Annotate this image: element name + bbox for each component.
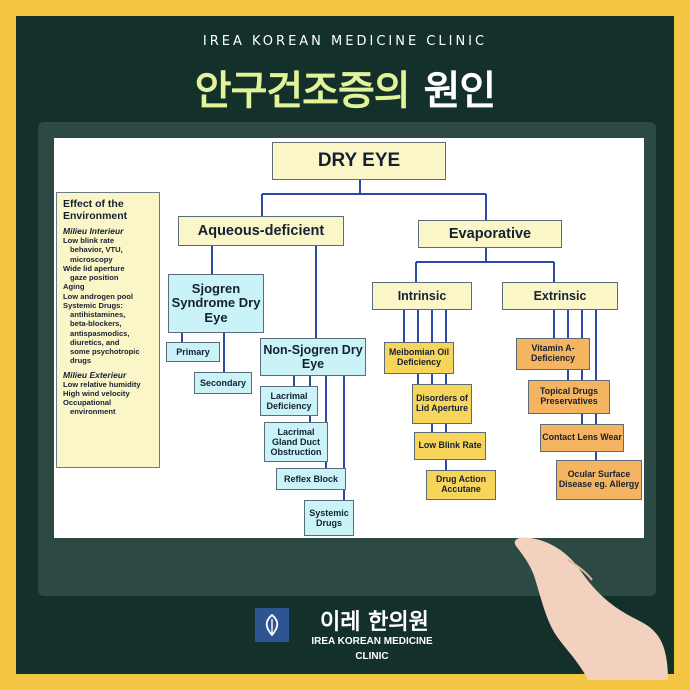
hand-illustration (514, 537, 668, 680)
leaf-icon (265, 613, 279, 637)
environment-item: Wide lid aperture (63, 263, 125, 273)
title-part-2: 원인 (423, 68, 497, 114)
lid-aperture-node: Disorders of Lid Aperture (412, 384, 472, 424)
reflex-block-node: Reflex Block (276, 468, 346, 490)
low-blink-node: Low Blink Rate (414, 432, 486, 460)
dry-eye-diagram: DRY EYE Aqueous-deficient Evaporative Sj… (54, 138, 644, 538)
environment-item: Low androgen pool (63, 291, 134, 301)
topical-drugs-node: Topical Drugs Preservatives (528, 380, 610, 414)
environment-item: microscopy (70, 254, 113, 264)
meibomian-node: Meibomian Oil Deficiency (384, 342, 454, 374)
environment-item: gaze position (70, 273, 119, 283)
intrinsic-node: Intrinsic (372, 282, 472, 310)
contact-lens-node: Contact Lens Wear (540, 424, 624, 452)
environment-item: antihistamines, (70, 310, 126, 320)
environment-item: antispasmodics, (70, 328, 130, 338)
clinic-logo (255, 608, 289, 642)
aqueous-node: Aqueous-deficient (178, 216, 344, 246)
environment-item: Low relative humidity (63, 379, 141, 389)
extrinsic-node: Extrinsic (502, 282, 618, 310)
environment-item: drugs (70, 356, 92, 366)
primary-node: Primary (166, 342, 220, 362)
brand-sub-line-1: IREA KOREAN MEDICINE (311, 636, 433, 647)
milieu-exterieur-heading: Milieu Exterieur (63, 369, 127, 380)
evaporative-node: Evaporative (418, 220, 562, 248)
environment-item: High wind velocity (63, 388, 130, 398)
environment-item: diuretics, and (70, 337, 120, 347)
environment-item: Systemic Drugs: (63, 300, 123, 310)
title-part-1: 안구건조증의 (194, 68, 411, 114)
environment-item: Low blink rate (63, 236, 115, 246)
root-node: DRY EYE (272, 142, 446, 180)
environment-box: Effect of the Environment Milieu Interie… (56, 192, 160, 468)
environment-item: Occupational (63, 398, 112, 408)
environment-item: beta-blockers, (70, 319, 122, 329)
sjogren-node: Sjogren Syndrome Dry Eye (168, 274, 264, 333)
environment-item: behavior, VTU, (70, 245, 123, 255)
clinic-brand-sub: IREA KOREAN MEDICINE CLINIC (300, 635, 444, 664)
non-sjogren-node: Non-Sjogren Dry Eye (260, 338, 366, 376)
environment-title: Effect of the Environment (63, 198, 128, 223)
vitamin-node: Vitamin A-Deficiency (516, 338, 590, 370)
page-title: 안구건조증의 원인 (0, 58, 690, 116)
lacrimal-gland-node: Lacrimal Gland Duct Obstruction (264, 422, 328, 462)
environment-item: environment (70, 407, 116, 417)
secondary-node: Secondary (194, 372, 252, 394)
drug-action-node: Drug Action Accutane (426, 470, 496, 500)
milieu-interieur-heading: Milieu Interieur (63, 226, 124, 237)
brand-sub-line-2: CLINIC (355, 650, 389, 662)
lacrimal-deficiency-node: Lacrimal Deficiency (260, 386, 318, 416)
ocular-surface-node: Ocular Surface Disease eg. Allergy (556, 460, 642, 500)
environment-item: Aging (63, 282, 85, 292)
systemic-drugs-node: Systemic Drugs (304, 500, 354, 536)
clinic-brand-name: 이레 한의원 (320, 610, 429, 635)
clinic-name-top: IREA KOREAN MEDICINE CLINIC (202, 34, 488, 49)
environment-item: some psychotropic (70, 347, 140, 357)
